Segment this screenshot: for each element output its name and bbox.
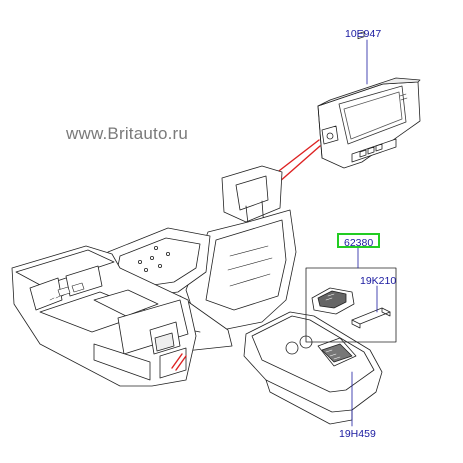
watermark-text: www.Britauto.ru bbox=[66, 124, 189, 143]
callout-panel-part: 19K210 bbox=[360, 275, 397, 287]
pointer-line-console bbox=[171, 353, 187, 371]
armrest-assembly bbox=[243, 311, 383, 425]
center-console bbox=[11, 245, 197, 387]
highlight-box bbox=[337, 233, 380, 248]
rear-screen-unit bbox=[317, 31, 421, 169]
callout-screen-part: 10E947 bbox=[345, 28, 382, 40]
rear-control-panel-kit bbox=[305, 267, 397, 343]
callout-console-part: 19H459 bbox=[339, 428, 376, 440]
callout-kit-part[interactable]: 62380 bbox=[344, 237, 374, 249]
